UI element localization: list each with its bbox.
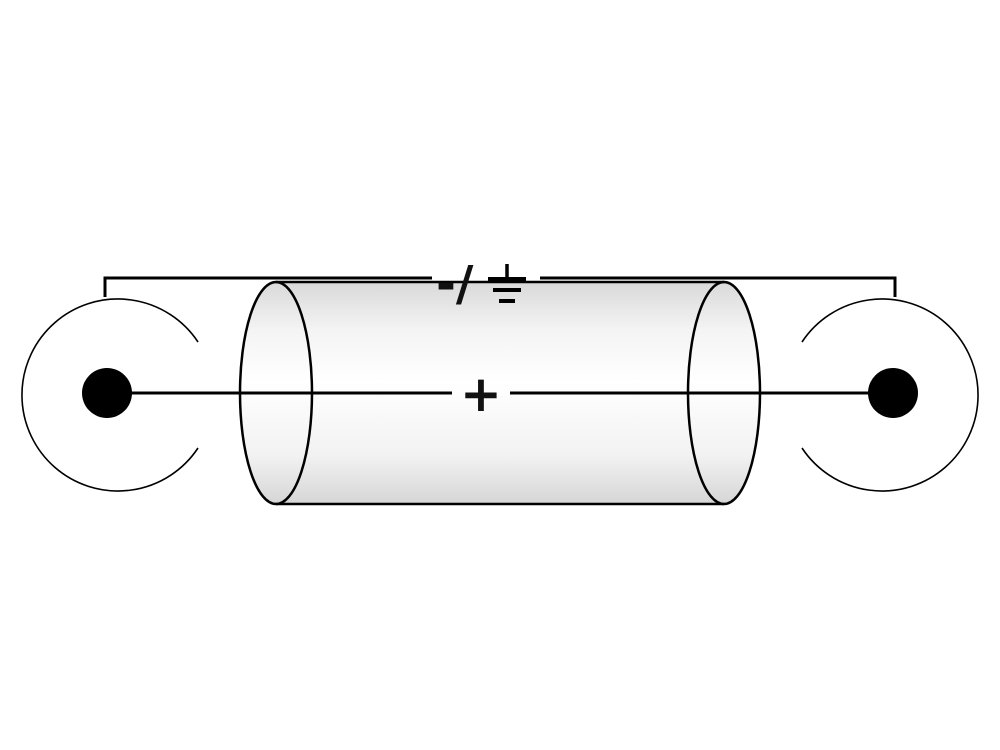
right-connector-ring bbox=[801, 298, 979, 492]
ground-wire-left bbox=[103, 276, 432, 297]
ground-symbol-icon bbox=[488, 264, 526, 303]
right-rca-connector bbox=[801, 298, 979, 492]
signal-label: + bbox=[460, 365, 502, 423]
left-rca-connector bbox=[21, 298, 199, 492]
right-connector-pin bbox=[868, 368, 918, 418]
coaxial-cable-shield bbox=[238, 280, 762, 506]
shield-body bbox=[240, 282, 760, 504]
left-connector-pin bbox=[82, 368, 132, 418]
ground-wire-right bbox=[540, 276, 897, 297]
ground-label-text: -/ bbox=[436, 256, 474, 312]
ground-wire bbox=[103, 276, 897, 297]
ground-label: -/ bbox=[436, 256, 526, 312]
left-connector-ring bbox=[21, 298, 199, 492]
